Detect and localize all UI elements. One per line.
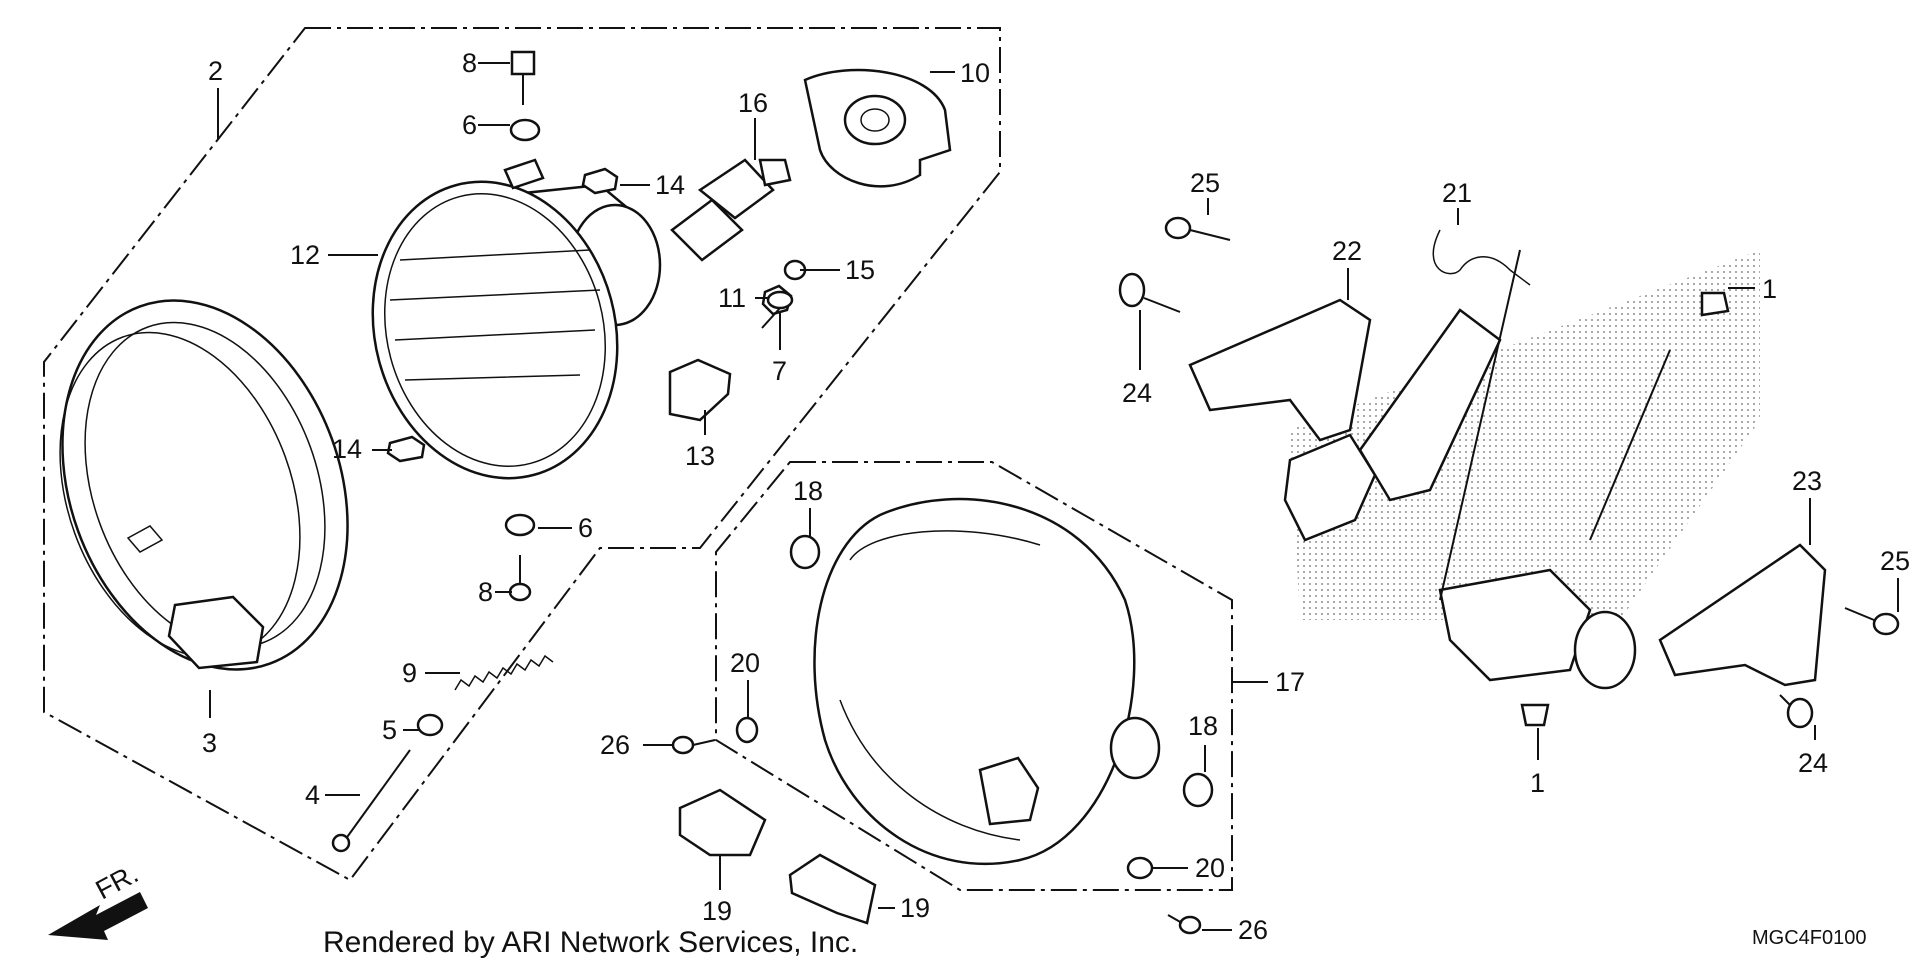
grommet-18-right <box>1182 772 1214 808</box>
callout-2: 2 <box>208 56 223 86</box>
wire-21 <box>1432 229 1531 286</box>
callout-6: 6 <box>462 110 477 140</box>
case-group-boundary <box>715 461 1233 891</box>
callout-10: 10 <box>960 58 990 88</box>
callout-1-lower: 1 <box>1530 768 1545 798</box>
headlight-stay <box>1283 249 1671 690</box>
callout-7: 7 <box>772 356 787 386</box>
front-direction-arrow-icon <box>48 892 148 940</box>
callout-13: 13 <box>685 441 715 471</box>
headlight-bulb <box>670 158 792 262</box>
nut-14-top <box>581 167 619 195</box>
headlight-group-boundary <box>43 27 1001 882</box>
nut-14-bottom <box>386 435 426 463</box>
bolt-26-left <box>671 735 716 755</box>
screw-8-bottom <box>508 555 532 602</box>
bolt-25-right <box>1844 607 1900 636</box>
callout-17: 17 <box>1275 667 1305 697</box>
callout-9: 9 <box>402 658 417 688</box>
callout-26-right: 26 <box>1238 915 1268 945</box>
callout-12: 12 <box>290 240 320 270</box>
footer-credit: Rendered by ARI Network Services, Inc. <box>323 926 858 959</box>
callout-20-right: 20 <box>1195 853 1225 883</box>
bolt-24-right <box>1779 694 1814 729</box>
screw-6-bottom <box>504 513 536 537</box>
headlight-unit <box>371 158 662 480</box>
nut-1-bottom <box>1520 703 1550 727</box>
callout-8: 8 <box>462 48 477 78</box>
callout-19: 19 <box>702 896 732 926</box>
collar-6-top <box>509 118 541 142</box>
callout-11: 11 <box>718 283 746 313</box>
screw-8-top <box>510 50 536 105</box>
screw-7 <box>761 290 794 329</box>
callout-15: 15 <box>845 255 875 285</box>
headlight-cover <box>803 68 952 188</box>
callout-20: 20 <box>730 648 760 678</box>
callout-14-lower: 14 <box>332 434 362 464</box>
bolt-4 <box>331 749 411 853</box>
grommet-18-left <box>789 534 821 570</box>
headlight-rim <box>59 299 349 671</box>
callout-26: 26 <box>600 730 630 760</box>
callout-19-right: 19 <box>900 893 930 923</box>
bolt-26-right <box>1167 914 1202 935</box>
callout-24: 24 <box>1122 378 1152 408</box>
bolt-24-top <box>1118 272 1181 313</box>
callout-23: 23 <box>1792 466 1822 496</box>
collar-20-left <box>735 716 759 744</box>
diagram-code: MGC4F0100 <box>1752 927 1867 949</box>
nut-5 <box>416 713 444 737</box>
stay-shading <box>1290 250 1760 620</box>
leader-lines <box>209 62 1899 931</box>
callout-22: 22 <box>1332 236 1362 266</box>
bracket-23 <box>1658 543 1827 687</box>
callout-1: 1 <box>1762 274 1777 304</box>
callout-16: 16 <box>738 88 768 118</box>
bracket-13 <box>668 358 732 422</box>
clamp-19-right <box>788 853 877 925</box>
headlight-case <box>813 497 1161 866</box>
callout-14: 14 <box>655 170 685 200</box>
bolt-25-top <box>1164 216 1231 241</box>
callout-18-right: 18 <box>1188 711 1218 741</box>
callout-5: 5 <box>382 715 397 745</box>
callout-25: 25 <box>1190 168 1220 198</box>
callout-25-right: 25 <box>1880 546 1910 576</box>
nut-1-top <box>1700 291 1730 317</box>
callout-8-lower: 8 <box>478 577 493 607</box>
clamp-19-left <box>678 788 767 857</box>
collar-20-right <box>1126 856 1154 880</box>
callout-18: 18 <box>793 476 823 506</box>
callout-3: 3 <box>202 728 217 758</box>
spring-9 <box>454 654 554 691</box>
callout-4: 4 <box>305 780 320 810</box>
callout-6-lower: 6 <box>578 513 593 543</box>
callout-24-right: 24 <box>1798 748 1828 778</box>
bracket-22 <box>1188 298 1372 442</box>
callout-21: 21 <box>1442 178 1472 208</box>
